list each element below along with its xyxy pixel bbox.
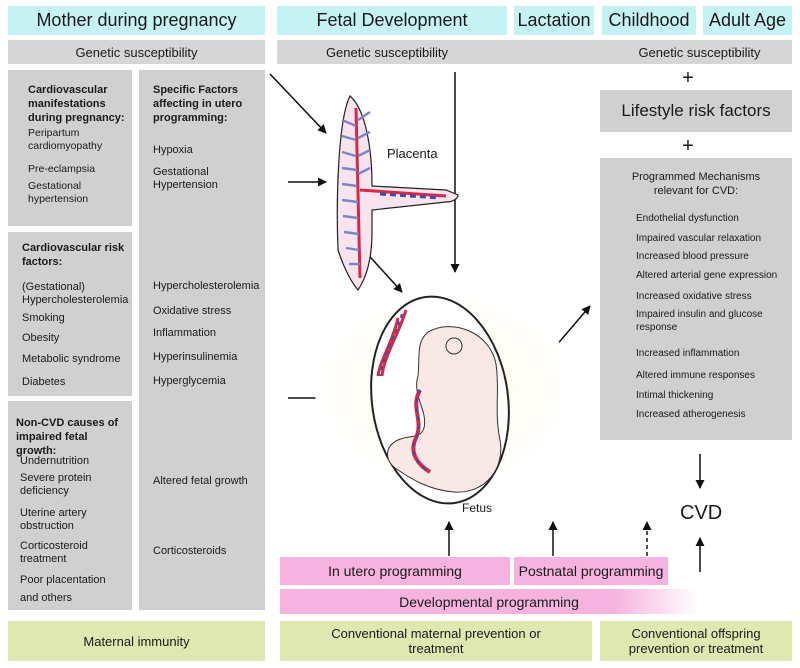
specific-item: Hyperglycemia (153, 375, 226, 387)
specific-item: Altered fetal growth (153, 475, 248, 487)
mechanism-item: Altered arterial gene expression (636, 270, 778, 281)
header-adult-age: Adult Age (703, 6, 792, 35)
non-cvd-title: Non-CVD causes of impaired fetal growth: (16, 417, 119, 457)
header-fetal-development: Fetal Development (277, 6, 507, 35)
mechanism-item: Increased inflammation (636, 348, 740, 359)
genetic-susceptibility-fetal: Genetic susceptibility (325, 44, 449, 60)
specific-item: Corticosteroids (153, 545, 227, 557)
non-cvd-item: Uterine artery obstruction (20, 507, 87, 532)
specific-factors-title: Specific Factors affecting in utero prog… (153, 84, 243, 124)
specific-item: Inflammation (153, 327, 216, 339)
lifestyle-risk-box: Lifestyle risk factors (600, 90, 792, 132)
mechanism-item: Altered immune responses (636, 370, 755, 381)
mechanism-item: Impaired vascular relaxation (636, 233, 762, 244)
non-cvd-causes-box: Non-CVD causes of impaired fetal growth:… (8, 401, 132, 610)
risk-item: Metabolic syndrome (22, 353, 121, 365)
specific-factors-box: Specific Factors affecting in utero prog… (139, 70, 265, 610)
cardiovascular-manifestations-title: Cardiovascular manifestations during pre… (28, 84, 125, 124)
specific-item: Hypoxia (153, 144, 193, 156)
specific-item: Hyperinsulinemia (153, 351, 238, 363)
header-mother: Mother during pregnancy (8, 6, 265, 35)
manifest-item: Gestational hypertension (28, 180, 89, 205)
cardiovascular-manifestations-box: Cardiovascular manifestations during pre… (8, 70, 132, 226)
plus-sign: + (682, 66, 694, 89)
arrow-to-placenta (269, 73, 327, 134)
developmental-programming: Developmental programming (280, 589, 698, 614)
header-lactation: Lactation (514, 6, 594, 35)
non-cvd-item: Severe protein deficiency (20, 472, 92, 497)
header-childhood: Childhood (602, 6, 696, 35)
placenta-illustration (336, 95, 459, 292)
specific-item: Oxidative stress (153, 305, 232, 317)
risk-item: Diabetes (22, 376, 66, 388)
cardiovascular-risk-box: Cardiovascular risk factors: (Gestationa… (8, 232, 132, 396)
mechanism-item: Intimal thickening (636, 390, 714, 401)
fetus-illustration (315, 290, 575, 505)
risk-item: Obesity (22, 332, 60, 344)
manifest-item: Pre-eclampsia (28, 163, 96, 175)
non-cvd-item: Corticosteroid treatment (20, 540, 88, 565)
manifest-item: Peripartum cardiomyopathy (28, 127, 103, 152)
maternal-immunity: Maternal immunity (8, 621, 265, 661)
mechanism-item: Endothelial dysfunction (636, 213, 739, 224)
genetic-susceptibility-mother: Genetic susceptibility (8, 40, 265, 64)
mechanism-item: Increased oxidative stress (636, 291, 752, 302)
mechanism-item: Increased atherogenesis (636, 409, 746, 420)
non-cvd-item: Poor placentation (20, 574, 106, 586)
programmed-mechanisms-box: Programmed Mechanisms relevant for CVD: … (600, 158, 792, 440)
specific-item: Gestational Hypertension (153, 166, 218, 191)
genetic-susceptibility-fetal-bar: Genetic susceptibility Genetic susceptib… (277, 40, 792, 64)
conventional-offspring-prevention: Conventional offspring prevention or tre… (600, 621, 792, 661)
plus-sign: + (682, 134, 694, 157)
non-cvd-item: and others (20, 592, 72, 604)
genetic-susceptibility-adult: Genetic susceptibility (638, 44, 761, 60)
non-cvd-item: Undernutrition (20, 455, 90, 467)
mechanisms-title: Programmed Mechanisms relevant for CVD: (631, 171, 761, 197)
risk-item: (Gestational) Hypercholesterolemia (22, 281, 129, 306)
risk-factors-title: Cardiovascular risk factors: (22, 242, 125, 268)
mechanism-item: Impaired insulin and glucose response (636, 309, 763, 333)
conventional-maternal-prevention: Conventional maternal prevention or trea… (280, 621, 592, 661)
in-utero-programming: In utero programming (280, 557, 510, 585)
specific-item: Hypercholesterolemia (153, 280, 260, 292)
fetus-label: Fetus (462, 501, 493, 515)
postnatal-programming: Postnatal programming (514, 557, 668, 585)
placenta-label: Placenta (387, 146, 438, 161)
mechanism-item: Increased blood pressure (636, 251, 749, 262)
risk-item: Smoking (22, 312, 65, 324)
cvd-label: CVD (680, 502, 723, 524)
